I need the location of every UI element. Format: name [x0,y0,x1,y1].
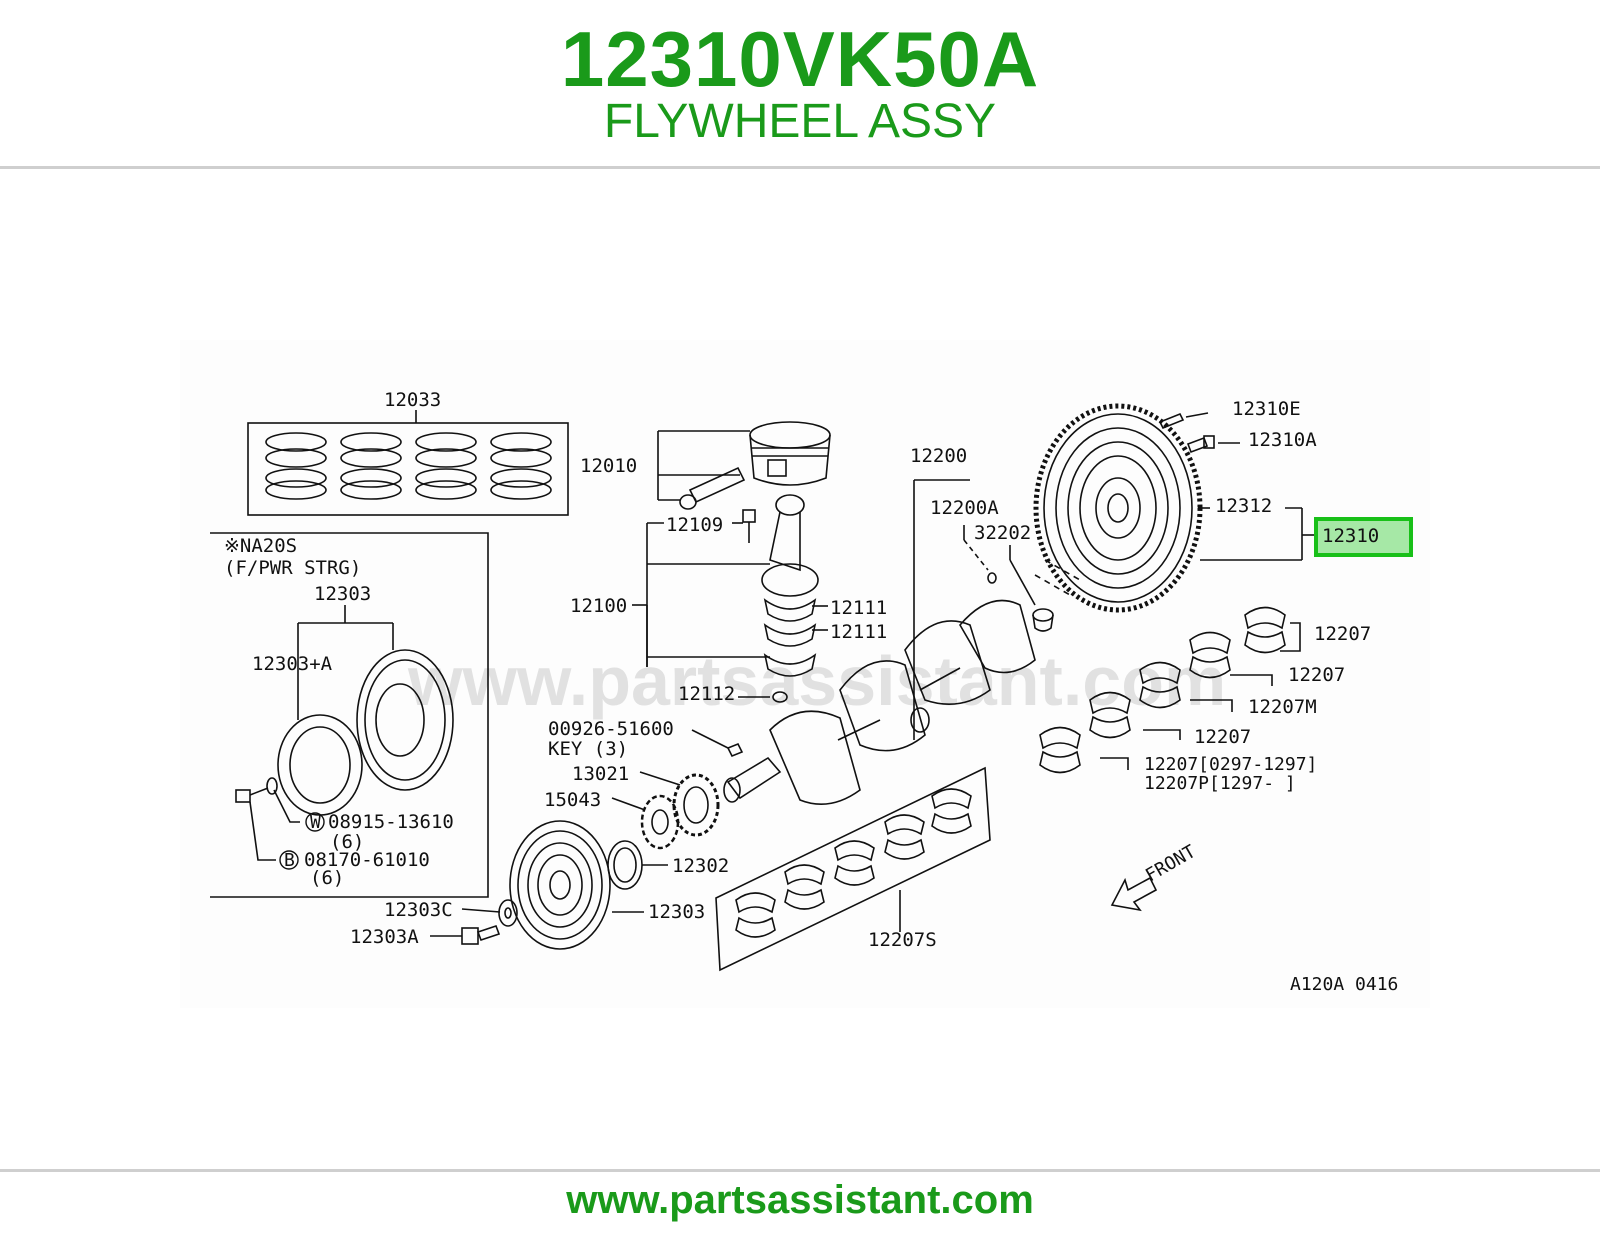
label-bearing-set[interactable]: 12207S [868,929,937,951]
pilot-bushing-icon [1032,608,1054,632]
label-rod-bearing-2[interactable]: 12111 [830,621,887,643]
conrod-icon [761,494,819,703]
ring-set-box [247,422,569,516]
label-crankshaft[interactable]: 12200 [910,445,967,467]
label-ring-set[interactable]: 12033 [384,389,441,411]
flywheel-bolt-icon [1186,435,1215,454]
pulley-washer-icon [498,899,518,927]
label-pilot-bushing[interactable]: 32202 [974,522,1031,544]
flywheel-pin-icon [1158,412,1185,430]
label-bolt-code[interactable]: 08170-61010 [304,849,430,871]
bearing-set-box [715,766,991,972]
label-ring-gear[interactable]: 12312 [1215,495,1272,517]
inset-box [210,532,489,898]
label-piston[interactable]: 12010 [580,455,637,477]
label-flywheel-highlight[interactable]: 12310 [1322,525,1379,547]
label-inset-pulley-a[interactable]: 12303+A [252,653,333,675]
label-washer-qty: (6) [330,831,364,853]
oil-pump-drive-icon [640,794,680,850]
inset-note-model: ※NA20S [224,535,297,557]
header: 12310VK50A FLYWHEEL ASSY [0,0,1600,168]
rod-bolt-icon [742,509,756,543]
bearing-set-icon [735,788,972,938]
key-icon [726,742,744,758]
label-main-bearing-m[interactable]: 12207M [1248,696,1317,718]
label-seal[interactable]: 12302 [672,855,729,877]
label-main-bearing-1[interactable]: 12207 [1314,623,1371,645]
footer-divider [0,1169,1600,1172]
label-rod-bolt[interactable]: 12109 [666,514,723,536]
header-divider [0,166,1600,169]
sprocket-icon [672,773,720,837]
label-rod-nut[interactable]: 12112 [678,683,735,705]
label-pulley-washer[interactable]: 12303C [384,899,453,921]
inset-bolt-icon [235,777,278,803]
label-flywheel-pin[interactable]: 12310E [1232,398,1301,420]
bolt-symbol-icon [279,850,299,870]
crankshaft-icon [723,599,1036,806]
label-conrod[interactable]: 12100 [570,595,627,617]
label-inset-pulley[interactable]: 12303 [314,583,371,605]
label-bolt-sym: B [284,850,295,871]
label-rod-bearing-1[interactable]: 12111 [830,597,887,619]
watermark: www.partsassistant.com [407,642,1226,720]
label-main-bearing-2[interactable]: 12207 [1288,664,1345,686]
crank-pulley-icon [509,820,611,950]
label-main-bearing-4[interactable]: 12207[0297-1297] [1144,754,1317,775]
ref-code: A120A 0416 [1290,974,1398,995]
label-sprocket[interactable]: 13021 [572,763,629,785]
main-bearings-icon [1039,606,1286,774]
part-name: FLYWHEEL ASSY [603,95,997,148]
label-oil-pump-drive[interactable]: 15043 [544,789,601,811]
inset-pulley-icon [277,649,454,816]
label-main-bearing-3[interactable]: 12207 [1194,726,1251,748]
footer-site-link[interactable]: www.partsassistant.com [566,1178,1034,1222]
label-washer-code[interactable]: 08915-13610 [328,811,454,833]
piston-icon [749,421,831,486]
label-pulley-bolt[interactable]: 12303A [350,926,419,948]
part-number: 12310VK50A [560,15,1040,103]
label-pulley[interactable]: 12303 [648,901,705,923]
label-flywheel-bolt[interactable]: 12310A [1248,429,1317,451]
label-washer-sym: W [310,812,321,833]
highlight-box[interactable] [1314,517,1413,557]
washer-symbol-icon [305,812,325,832]
piston-rings-icon [265,432,552,500]
label-crank-plug[interactable]: 12200A [930,497,999,519]
label-key[interactable]: 00926-51600 [548,718,674,740]
label-key-qty: KEY (3) [548,738,628,760]
front-arrow-icon [1110,876,1158,912]
inset-note-option: (F/PWR STRG) [224,557,361,579]
label-main-bearing-p[interactable]: 12207P[1297- ] [1144,773,1296,794]
label-bolt-qty: (6) [310,867,344,889]
